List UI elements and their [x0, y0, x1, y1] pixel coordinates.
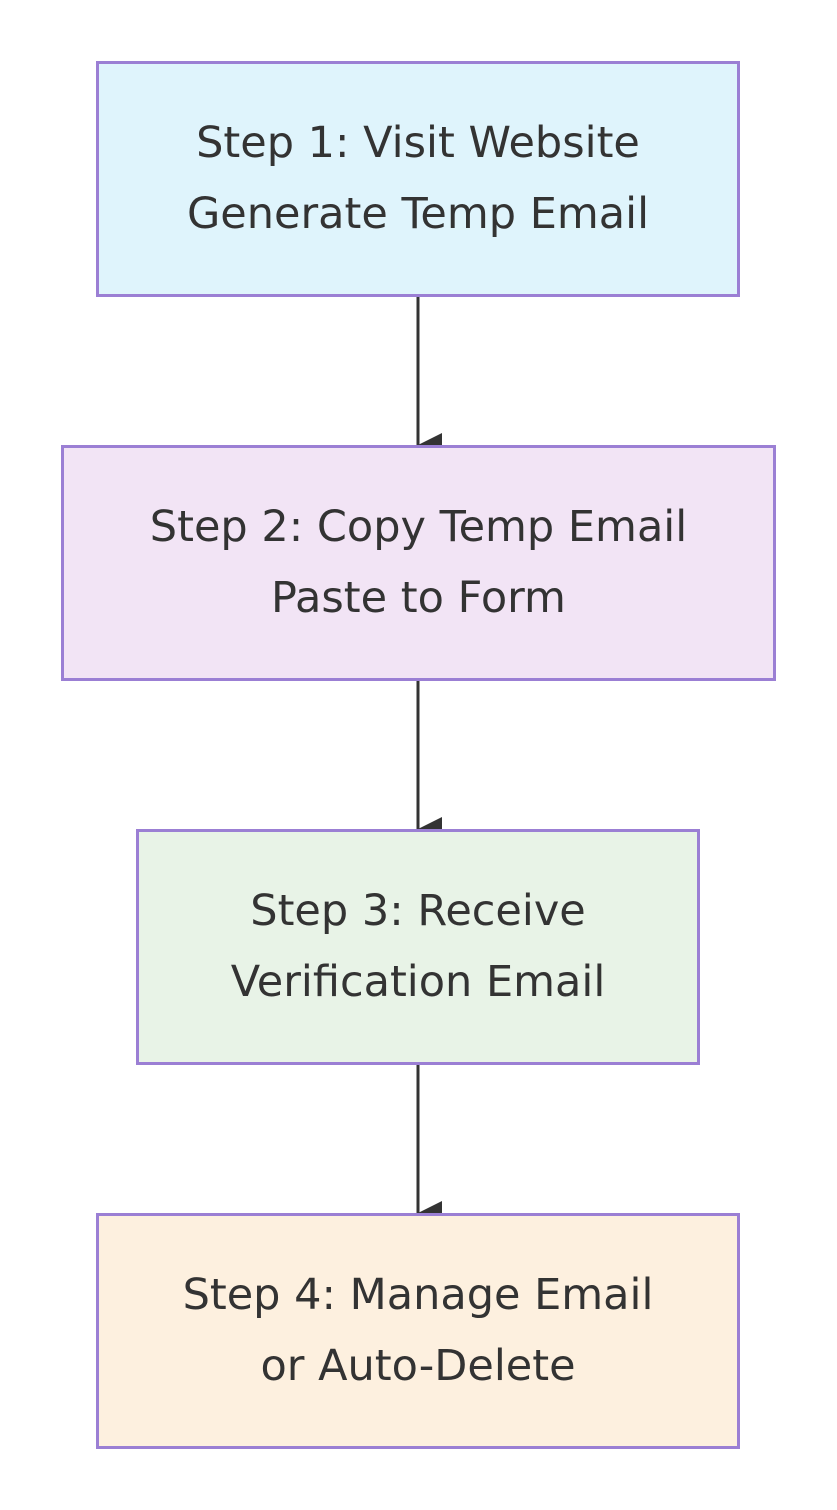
step-1-node: Step 1: Visit Website Generate Temp Emai…: [96, 61, 740, 297]
step-2-line-2: Paste to Form: [271, 573, 566, 623]
step-1-line-1: Step 1: Visit Website: [196, 118, 640, 168]
step-4-line-2: or Auto-Delete: [260, 1341, 576, 1391]
step-4-node: Step 4: Manage Email or Auto-Delete: [96, 1213, 740, 1449]
step-3-line-1: Step 3: Receive: [250, 886, 586, 936]
step-2-line-1: Step 2: Copy Temp Email: [149, 502, 688, 552]
step-4-line-1: Step 4: Manage Email: [182, 1270, 654, 1320]
step-1-line-2: Generate Temp Email: [186, 189, 650, 239]
step-3-line-2: Verification Email: [230, 957, 606, 1007]
step-3-node: Step 3: Receive Verification Email: [136, 829, 700, 1065]
step-2-node: Step 2: Copy Temp Email Paste to Form: [61, 445, 776, 681]
